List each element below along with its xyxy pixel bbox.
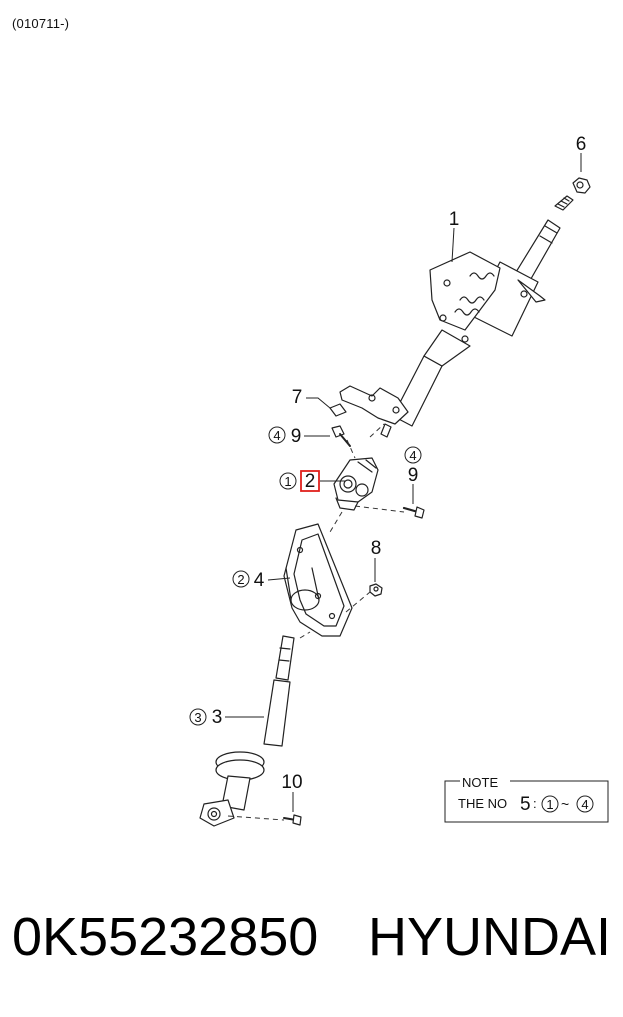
- note-colon: :: [533, 796, 537, 811]
- circled-4-right: 4: [404, 446, 422, 464]
- steering-column-icon: [339, 195, 574, 438]
- center-lines: [227, 423, 405, 821]
- nut-8-icon: [369, 583, 383, 597]
- circled-2: 2: [232, 570, 250, 588]
- callout-8: 8: [371, 538, 382, 559]
- highlight-box: [300, 470, 320, 492]
- circled-4-upper-label: 4: [273, 428, 280, 443]
- universal-joint-2-icon: [333, 457, 379, 511]
- note-box: NOTE THE NO 5 : 1 ~ 4: [444, 775, 609, 823]
- circled-1-label: 1: [284, 474, 291, 489]
- bolt-9-right-icon: [402, 506, 425, 519]
- callout-6: 6: [576, 134, 587, 155]
- note-range-end: 4: [581, 797, 588, 812]
- part-number: 0K55232850: [12, 907, 319, 967]
- bolt-10-icon: [283, 814, 302, 826]
- callout-9-right: 9: [408, 465, 419, 486]
- bolt-9-upper-icon: [331, 425, 351, 447]
- note-title: NOTE: [462, 775, 498, 790]
- clip-7-icon: [329, 403, 347, 417]
- callout-4: 4: [254, 570, 265, 591]
- callout-9-upper: 9: [291, 426, 302, 447]
- circled-1: 1: [279, 472, 297, 490]
- callout-7: 7: [292, 387, 303, 408]
- circled-2-label: 2: [237, 572, 244, 587]
- note-number: 5: [520, 794, 531, 815]
- callout-10: 10: [281, 772, 302, 793]
- steering-column-diagram: 1 6 7 9 9 8 4 3 10 2 4 1 4 2 3: [189, 134, 609, 827]
- callout-2-highlighted: 2: [305, 471, 316, 492]
- circled-4-right-label: 4: [409, 448, 416, 463]
- intermediate-shaft-3-icon: [199, 635, 295, 827]
- note-tilde: ~: [561, 796, 569, 812]
- leader-lines: [225, 153, 582, 812]
- callout-3: 3: [212, 707, 223, 728]
- callout-1: 1: [449, 209, 460, 230]
- cover-4-icon: [283, 523, 353, 637]
- circled-3-label: 3: [194, 710, 201, 725]
- note-text: THE NO: [458, 796, 507, 811]
- circled-3: 3: [189, 708, 207, 726]
- part-caption: 0K55232850 HYUNDAI: [12, 902, 617, 972]
- brand-name: HYUNDAI: [368, 907, 612, 967]
- nut-6-icon: [572, 177, 591, 194]
- date-code: (010711-): [12, 16, 70, 31]
- note-range-start: 1: [546, 797, 553, 812]
- circled-4-upper: 4: [268, 426, 286, 444]
